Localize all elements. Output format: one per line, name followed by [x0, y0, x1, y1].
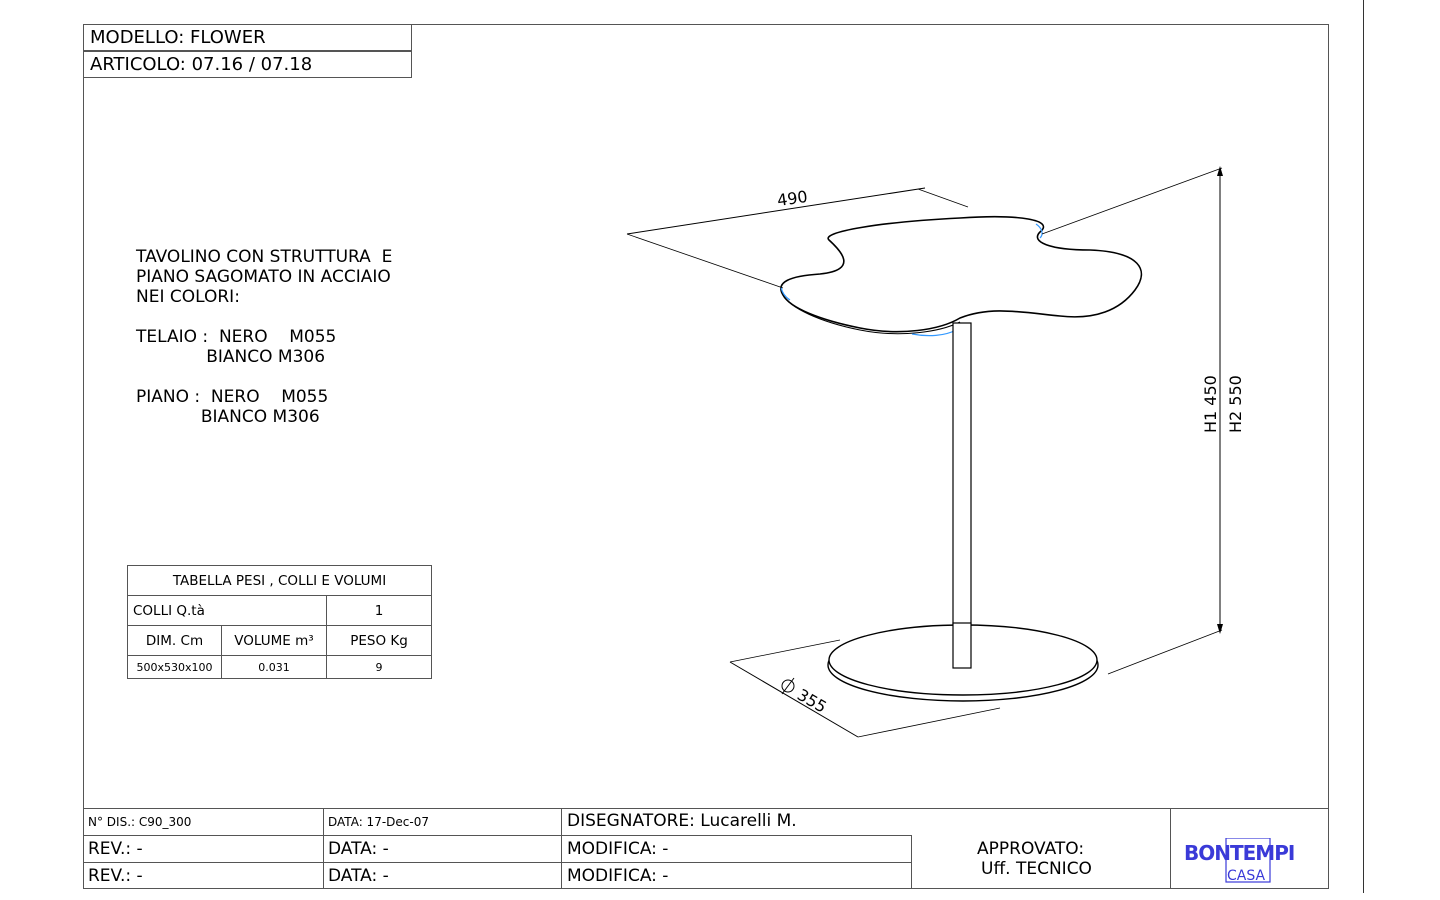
width-dimension: 490 — [776, 187, 809, 210]
telaio-color-2: BIANCO M306 — [136, 347, 326, 367]
tb-vline-1 — [323, 808, 324, 889]
diameter-dim-line — [729, 661, 859, 738]
tb-line-2 — [83, 862, 911, 863]
revision-1: REV.: - — [88, 839, 143, 859]
tb-line-top — [83, 808, 1329, 809]
description-line-2: PIANO SAGOMATO IN ACCIAIO — [136, 267, 391, 287]
table-pole — [952, 322, 972, 669]
piano-color-2: BIANCO M306 — [136, 407, 320, 427]
modification-2: MODIFICA: - — [567, 866, 669, 886]
height-h1: H1 450 — [1201, 375, 1220, 433]
peso-header: PESO Kg — [326, 625, 432, 656]
width-dim-line — [626, 187, 926, 235]
revision-2: REV.: - — [88, 866, 143, 886]
peso-value: 9 — [326, 655, 432, 679]
tb-vline-2 — [561, 808, 562, 889]
description-line-3: NEI COLORI: — [136, 287, 240, 307]
height-arrow-bottom — [1217, 624, 1223, 634]
table-top-shape — [780, 215, 1143, 333]
height-arrow-top — [1217, 166, 1223, 176]
diameter-ext-right — [857, 707, 1001, 738]
width-ext-right — [917, 188, 969, 208]
height-h2: H2 550 — [1226, 375, 1245, 433]
tb-vline-4 — [1170, 808, 1171, 889]
diameter-ext-left — [729, 639, 841, 663]
logo-sub: CASA — [1227, 868, 1265, 884]
diameter-symbol-slash — [781, 677, 795, 695]
table-pole-foot — [952, 622, 972, 669]
tb-line-1 — [83, 835, 911, 836]
table-top-edge — [782, 294, 961, 335]
height-ext-top — [1041, 167, 1223, 235]
piano-color-1: PIANO : NERO M055 — [136, 387, 329, 407]
model-name: MODELLO: FLOWER — [83, 24, 412, 51]
colli-value: 1 — [326, 595, 432, 626]
approved-label: APPROVATO: — [977, 839, 1085, 859]
drawing-frame — [83, 24, 1329, 889]
title-block: N° DIS.: C90_300 DATA: 17-Dec-07 DISEGNA… — [83, 808, 1329, 889]
volume-value: 0.031 — [221, 655, 327, 679]
drawing-date: DATA: 17-Dec-07 — [328, 815, 429, 829]
telaio-color-1: TELAIO : NERO M055 — [136, 327, 337, 347]
edge-highlight-left — [780, 286, 791, 301]
revision-date-1: DATA: - — [328, 839, 389, 859]
description-line-1: TAVOLINO CON STRUTTURA E — [136, 247, 393, 267]
diameter-symbol-icon — [781, 679, 795, 693]
dim-header: DIM. Cm — [127, 625, 222, 656]
volume-header: VOLUME m³ — [221, 625, 327, 656]
article-code: ARTICOLO: 07.16 / 07.18 — [83, 51, 412, 78]
drawing-number: N° DIS.: C90_300 — [88, 815, 192, 829]
logo-brand: BONTEMPI — [1184, 841, 1294, 865]
height-ext-bottom — [1107, 629, 1223, 675]
width-ext-left — [626, 233, 784, 289]
dim-value: 500x530x100 — [127, 655, 222, 679]
approved-by: Uff. TECNICO — [981, 859, 1092, 879]
edge-highlight-right — [1035, 223, 1043, 239]
designer: DISEGNATORE: Lucarelli M. — [567, 811, 797, 831]
bontempi-logo-icon: BONTEMPI CASA — [1184, 837, 1295, 884]
tb-vline-3 — [911, 835, 912, 889]
modification-1: MODIFICA: - — [567, 839, 669, 859]
sheet-edge-line — [1363, 0, 1364, 893]
bontempi-logo: BONTEMPI CASA — [1184, 837, 1324, 884]
weights-table: TABELLA PESI , COLLI E VOLUMI COLLI Q.tà… — [127, 565, 432, 679]
revision-date-2: DATA: - — [328, 866, 389, 886]
base-diameter: 355 — [794, 685, 830, 717]
